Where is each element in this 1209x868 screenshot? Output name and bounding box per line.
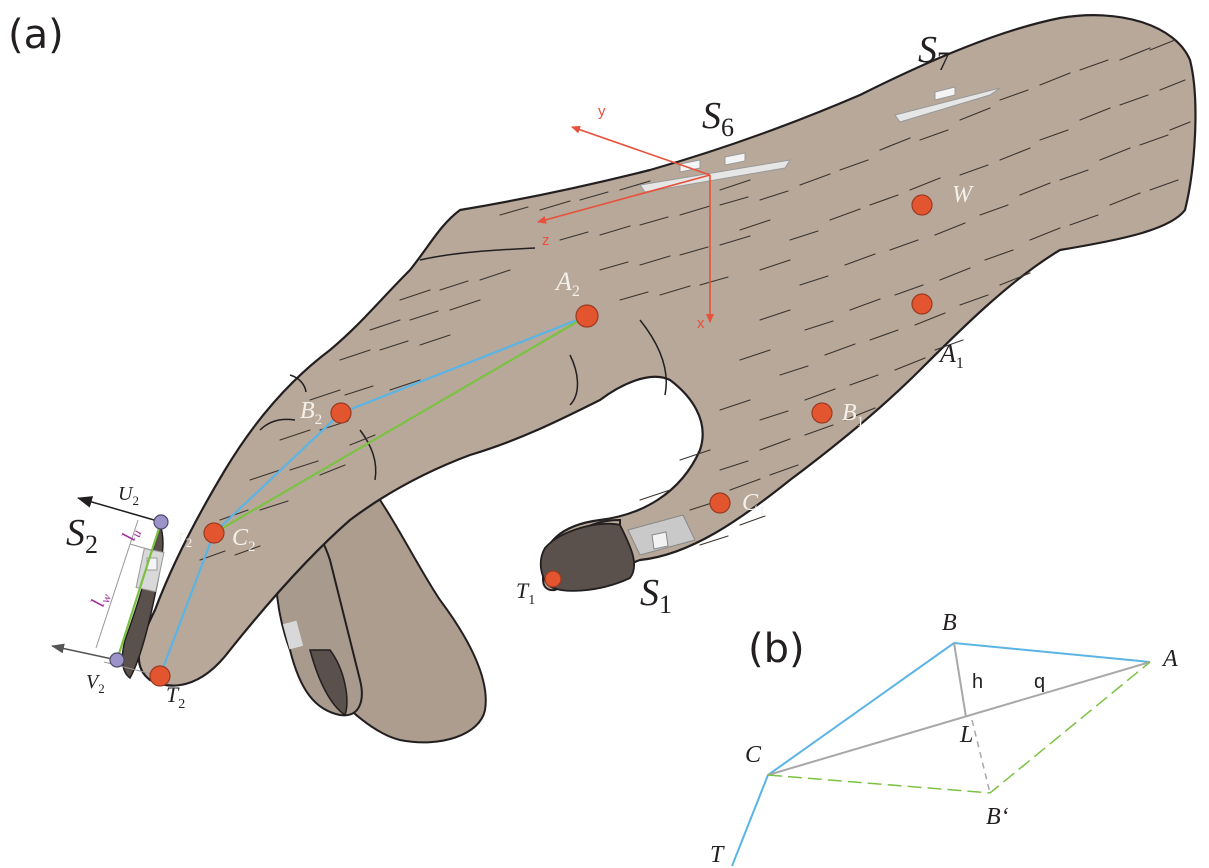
axis-y-label: y: [598, 103, 606, 120]
axis-y: [572, 127, 710, 175]
marker-u2-label: U2: [118, 483, 139, 508]
segment-h: [954, 643, 966, 717]
panel-a-label: (a): [8, 12, 64, 58]
point-c-label: C: [745, 742, 762, 768]
dimension-lu-label: lu: [118, 525, 145, 544]
marker-u2: [154, 515, 168, 529]
sensor-s7-label: S7: [918, 29, 950, 76]
point-l-label: L: [959, 722, 973, 748]
marker-b1: [812, 403, 832, 423]
dimension-lw-label: lw: [87, 589, 114, 610]
marker-w-label: W: [952, 182, 974, 208]
marker-t1: [545, 571, 561, 587]
arrow-v2: [52, 646, 117, 660]
point-t-label: T: [710, 842, 725, 868]
axis-z-label: z: [542, 232, 550, 249]
sensor-s2-label: S2: [66, 512, 98, 559]
sensor-s6-label: S6: [702, 95, 734, 142]
point-b-label: B: [942, 610, 957, 636]
sensor-s1-label: S1: [640, 572, 672, 619]
marker-t1-label: T1: [516, 578, 535, 608]
marker-v2: [110, 653, 124, 667]
marker-b2: [331, 403, 351, 423]
marker-c1: [710, 493, 730, 513]
segment-l-bprime-dashed: [972, 720, 990, 793]
hand-illustration: [122, 15, 1195, 742]
panel-b-label: (b): [748, 626, 805, 672]
radius-r2-label: r2: [178, 525, 192, 550]
segment-q-label: q: [1034, 671, 1045, 693]
marker-w: [912, 195, 932, 215]
segment-t-c-b-a: [732, 643, 1150, 866]
point-bprime-label: B‘: [986, 804, 1009, 830]
point-a-label: A: [1161, 646, 1178, 672]
marker-a2: [576, 305, 598, 327]
segment-h-label: h: [972, 671, 983, 693]
marker-a1-label: A1: [938, 339, 964, 372]
dimension-tick-u: [130, 544, 154, 551]
marker-t2-label: T2: [166, 682, 185, 712]
marker-v2-label: V2: [86, 671, 105, 696]
axis-x-label: x: [697, 315, 705, 332]
segment-c-bprime-a-dashed: [768, 662, 1150, 793]
marker-c2: [204, 523, 224, 543]
marker-a1: [912, 294, 932, 314]
